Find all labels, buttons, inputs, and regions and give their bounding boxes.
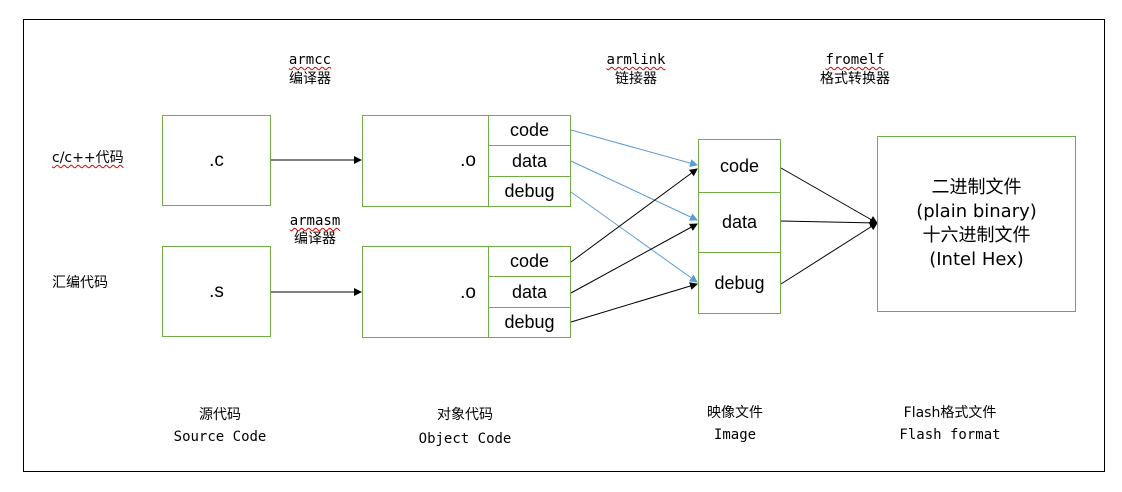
arrow-image-debug-to-flash [780,222,878,285]
object-c-section-debug: debug [488,176,571,207]
object-s-section-debug: debug [488,307,571,338]
object-c-section-data: data [488,145,571,177]
arrow-obj2-debug-to-image-debug [570,282,698,323]
assembly-code-label: 汇编代码 [52,275,108,291]
object-file-c: .o [362,115,489,207]
diagram-frame [23,19,1105,472]
armasm-tool-name: armasm [289,213,341,229]
armcc-tool-desc: 编译器 [289,71,331,87]
source-c-file: .c [209,149,224,171]
c-cpp-code-label: c/c++代码 [52,150,124,166]
source-c-box: .c [162,115,271,206]
flash-format-text: 二进制文件 (plain binary) 十六进制文件 (Intel Hex) [916,176,1037,272]
caption-object-cn: 对象代码 [437,407,493,423]
flash-line-binary-en: (plain binary) [916,201,1037,222]
source-s-box: .s [162,246,271,337]
armlink-tool-desc: 链接器 [615,71,657,87]
object-file-s: .o [362,246,489,338]
armcc-tool-name: armcc [288,52,332,68]
object-file-s-ext: .o [460,282,476,303]
object-s-section-data: data [488,276,571,308]
object-c-section-code: code [488,115,571,146]
caption-flash-cn: Flash格式文件 [903,405,997,421]
armlink-tool-name: armlink [606,52,666,68]
caption-source-en: Source Code [173,429,267,445]
arrow-obj1-code-to-image-code [570,129,698,167]
arrow-obj1-data-to-image-data [570,160,698,221]
armasm-tool-desc: 编译器 [294,231,336,247]
flash-format-box: 二进制文件 (plain binary) 十六进制文件 (Intel Hex) [877,136,1076,312]
fromelf-tool-desc: 格式转换器 [820,71,890,87]
image-section-data: data [698,192,781,253]
caption-image-cn: 映像文件 [707,405,763,421]
flash-line-binary-cn: 二进制文件 [931,177,1022,198]
arrow-image-code-to-flash [780,167,878,224]
arrow-image-data-to-flash [780,218,878,227]
flash-line-hex-cn: 十六进制文件 [922,225,1031,246]
arrow-obj2-code-to-image-code [570,168,698,263]
source-s-file: .s [209,280,224,302]
caption-object-en: Object Code [418,431,512,447]
fromelf-tool-name: fromelf [825,52,885,68]
arrow-obj2-data-to-image-data [570,223,698,294]
object-s-section-code: code [488,246,571,277]
image-section-code: code [698,139,781,193]
image-section-debug: debug [698,252,781,314]
caption-image-en: Image [713,427,757,443]
arrow-obj1-debug-to-image-debug [570,191,698,283]
object-file-c-ext: .o [460,150,476,171]
caption-source-cn: 源代码 [199,407,241,423]
caption-flash-en: Flash format [899,427,1001,443]
flash-line-hex-en: (Intel Hex) [929,249,1024,270]
